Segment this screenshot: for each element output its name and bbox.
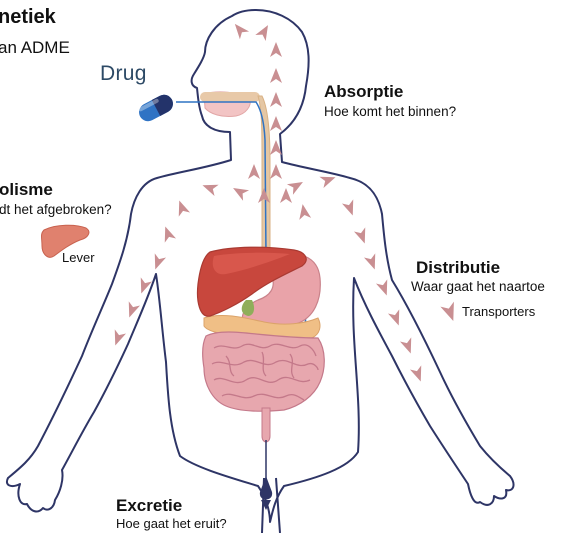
metabolisme-heading: olisme [0, 180, 53, 200]
rectum [262, 408, 270, 442]
metabolisme-question: dt het afgebroken? [0, 202, 112, 217]
distributie-heading: Distributie [416, 258, 500, 278]
drug-label: Drug [100, 62, 147, 86]
absorptie-question: Hoe komt het binnen? [324, 104, 456, 119]
drug-capsule-icon [136, 92, 176, 125]
excretie-question: Hoe gaat het eruit? [116, 516, 227, 531]
title-line-1: netiek [0, 6, 56, 29]
title-line-2: an ADME [0, 38, 70, 58]
pharynx [200, 92, 260, 102]
absorptie-heading: Absorptie [324, 82, 403, 102]
excretion-drop [260, 476, 272, 500]
gallbladder [242, 300, 254, 316]
excretie-heading: Excretie [116, 496, 182, 516]
esophagus [258, 96, 270, 250]
lever-label: Lever [62, 250, 95, 265]
distributie-question: Waar gaat het naartoe [411, 279, 545, 294]
transporters-label: Transporters [462, 304, 535, 319]
transporter-legend-icon [440, 302, 460, 324]
